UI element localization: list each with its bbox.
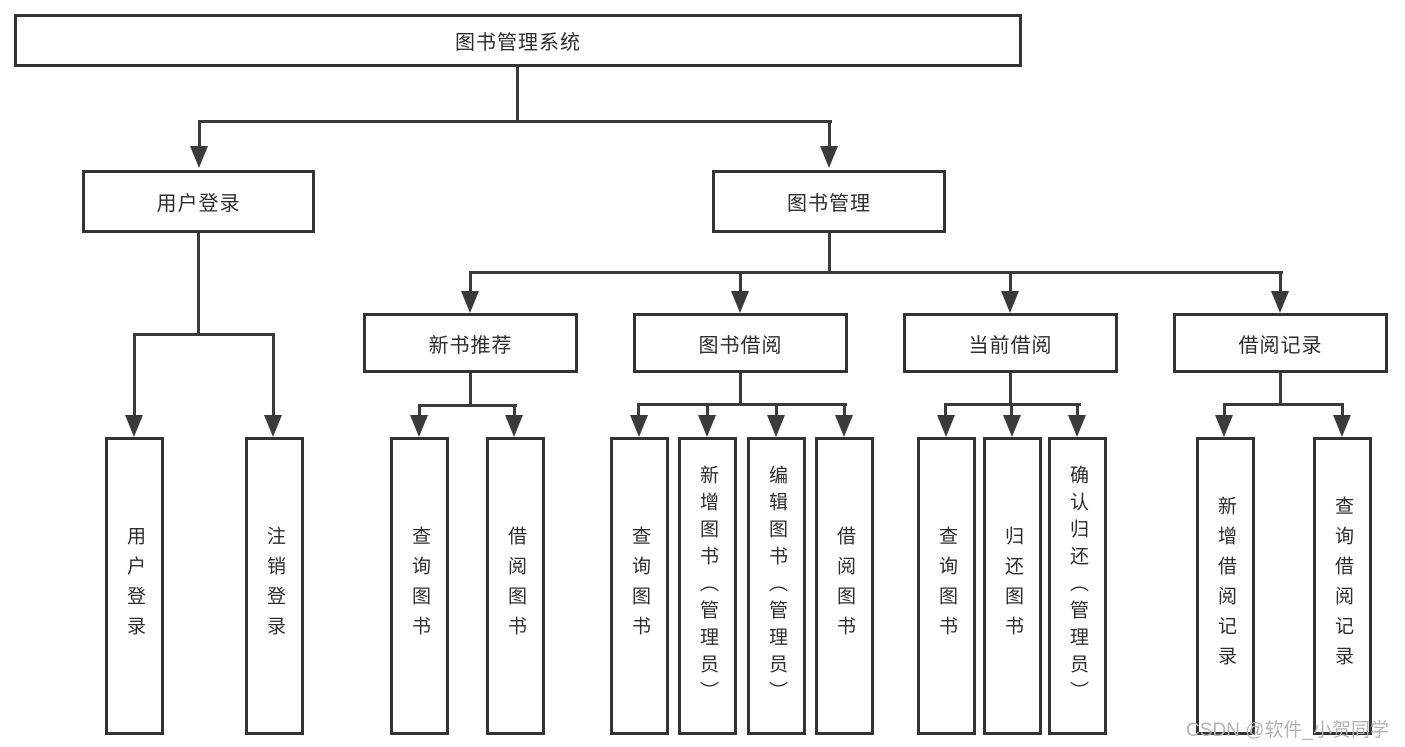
connector-book-mgmt-drop-2	[739, 271, 742, 291]
node-new-book-recommend-label: 新书推荐	[428, 334, 513, 357]
connector-root-hline	[198, 120, 832, 123]
node-leaf-bb-query-books-label: 查询图书	[629, 526, 650, 646]
watermark-text: CSDN @软件_小贺同学	[1186, 720, 1389, 741]
arrow-down-icon	[1215, 415, 1233, 437]
node-leaf-cb-return-books: 归还图书	[983, 437, 1042, 735]
node-book-borrow: 图书借阅	[633, 313, 848, 373]
connector-book-borrow-drop-4	[843, 403, 846, 416]
arrow-down-icon	[937, 415, 955, 437]
node-current-borrow-label: 当前借阅	[968, 334, 1053, 357]
connector-user-login-drop-2	[272, 333, 275, 415]
node-root: 图书管理系统	[14, 14, 1022, 67]
connector-book-mgmt-drop-4	[1279, 271, 1282, 291]
connector-new-book-hline	[418, 404, 517, 407]
connector-borrow-records-stem	[1279, 373, 1282, 406]
node-borrow-records-label: 借阅记录	[1238, 334, 1323, 357]
arrow-down-icon	[820, 146, 838, 168]
node-book-management-label: 图书管理	[787, 193, 871, 215]
node-leaf-logout-label: 注销登录	[264, 526, 285, 646]
node-leaf-user-login-label: 用户登录	[124, 526, 145, 646]
connector-user-login-hline	[133, 333, 275, 336]
connector-book-mgmt-hline	[469, 271, 1283, 274]
arrow-down-icon	[410, 415, 428, 437]
connector-root-drop-right	[828, 120, 831, 147]
node-leaf-nb-query-books: 查询图书	[390, 437, 449, 735]
node-leaf-cb-query-books-label: 查询图书	[936, 526, 957, 646]
arrow-down-icon	[630, 415, 648, 437]
connector-book-borrow-hline	[637, 403, 847, 406]
node-leaf-cb-confirm-return-admin: 确认归还（管理员）	[1048, 437, 1107, 735]
node-user-login: 用户登录	[82, 170, 315, 233]
node-root-label: 图书管理系统	[455, 32, 581, 54]
node-book-management: 图书管理	[712, 170, 946, 233]
arrow-down-icon	[264, 415, 282, 437]
node-borrow-records: 借阅记录	[1173, 313, 1388, 373]
connector-new-book-stem	[469, 373, 472, 407]
arrow-down-icon	[125, 415, 143, 437]
node-leaf-cb-confirm-return-admin-label: 确认归还（管理员）	[1067, 464, 1088, 708]
node-leaf-cb-query-books: 查询图书	[917, 437, 976, 735]
connector-new-book-drop-1	[418, 404, 421, 416]
arrow-down-icon	[1068, 415, 1086, 437]
node-leaf-bb-query-books: 查询图书	[610, 437, 669, 735]
node-leaf-br-add-record-label: 新增借阅记录	[1215, 496, 1236, 676]
node-leaf-br-query-record-label: 查询借阅记录	[1332, 496, 1353, 676]
node-leaf-bb-add-books-admin: 新增图书（管理员）	[678, 437, 737, 735]
connector-borrow-records-drop-1	[1223, 403, 1226, 416]
arrow-down-icon	[835, 415, 853, 437]
connector-book-mgmt-drop-1	[469, 271, 472, 291]
arrow-down-icon	[1003, 415, 1021, 437]
arrow-down-icon	[731, 291, 749, 313]
connector-current-borrow-drop-2	[1010, 403, 1013, 416]
connector-current-borrow-drop-1	[944, 403, 947, 416]
connector-current-borrow-stem	[1009, 373, 1012, 406]
node-current-borrow: 当前借阅	[903, 313, 1118, 373]
node-leaf-br-add-record: 新增借阅记录	[1196, 437, 1255, 735]
connector-book-borrow-stem	[739, 373, 742, 406]
node-leaf-bb-borrow-books-label: 借阅图书	[834, 526, 855, 646]
node-new-book-recommend: 新书推荐	[363, 313, 578, 373]
node-leaf-nb-borrow-books: 借阅图书	[486, 437, 545, 735]
connector-book-mgmt-drop-3	[1009, 271, 1012, 291]
arrow-down-icon	[698, 415, 716, 437]
connector-book-borrow-drop-2	[706, 403, 709, 416]
connector-root-stem	[516, 67, 519, 123]
node-user-login-label: 用户登录	[156, 193, 241, 215]
connector-root-drop-left	[198, 120, 201, 147]
connector-borrow-records-hline	[1223, 403, 1344, 406]
connector-user-login-stem	[197, 233, 200, 335]
node-leaf-bb-add-books-admin-label: 新增图书（管理员）	[697, 464, 718, 708]
arrow-down-icon	[1333, 415, 1351, 437]
arrow-down-icon	[1001, 291, 1019, 313]
node-leaf-cb-return-books-label: 归还图书	[1002, 526, 1023, 646]
connector-book-borrow-drop-1	[637, 403, 640, 416]
connector-current-borrow-drop-3	[1076, 403, 1079, 416]
connector-book-mgmt-stem	[828, 233, 831, 274]
connector-borrow-records-drop-2	[1341, 403, 1344, 416]
arrow-down-icon	[505, 415, 523, 437]
node-leaf-nb-query-books-label: 查询图书	[409, 526, 430, 646]
node-leaf-br-query-record: 查询借阅记录	[1313, 437, 1372, 735]
node-leaf-bb-edit-books-admin: 编辑图书（管理员）	[747, 437, 806, 735]
node-book-borrow-label: 图书借阅	[698, 334, 783, 357]
arrow-down-icon	[767, 415, 785, 437]
arrow-down-icon	[461, 291, 479, 313]
node-leaf-logout: 注销登录	[245, 437, 304, 735]
arrow-down-icon	[1271, 291, 1289, 313]
node-leaf-nb-borrow-books-label: 借阅图书	[505, 526, 526, 646]
connector-book-borrow-drop-3	[775, 403, 778, 416]
node-leaf-user-login: 用户登录	[105, 437, 164, 735]
connector-user-login-drop-1	[133, 333, 136, 415]
connector-new-book-drop-2	[513, 404, 516, 416]
node-leaf-bb-borrow-books: 借阅图书	[815, 437, 874, 735]
arrow-down-icon	[190, 146, 208, 168]
node-leaf-bb-edit-books-admin-label: 编辑图书（管理员）	[766, 464, 787, 708]
